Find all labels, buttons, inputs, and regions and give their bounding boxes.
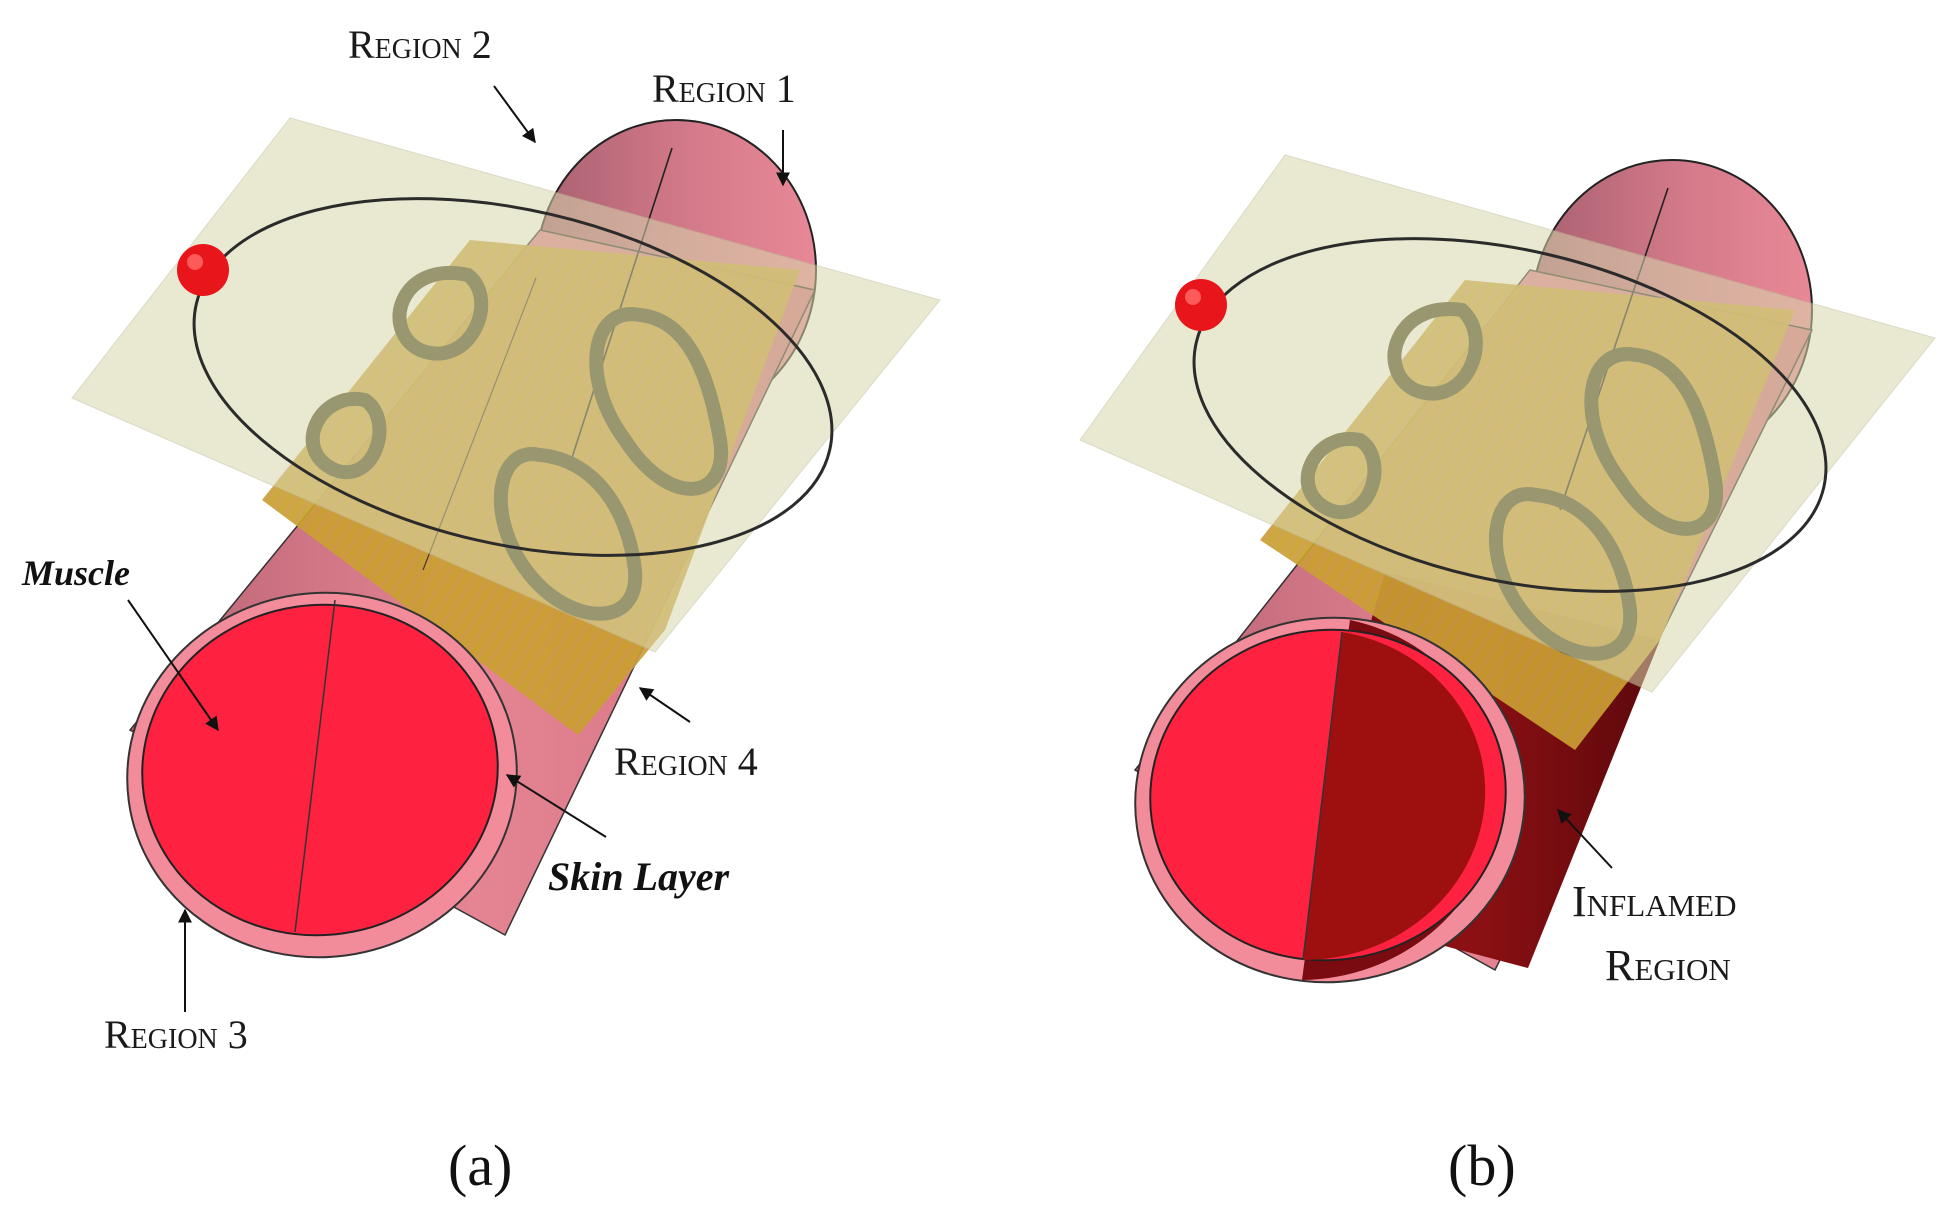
label-region-3: Region 3	[104, 1012, 248, 1057]
source-dot-highlight-b	[1185, 289, 1201, 305]
caption-b: (b)	[1448, 1133, 1516, 1198]
antenna-orbit-b	[1192, 237, 1828, 593]
antenna-orbit	[192, 197, 834, 557]
source-dot-highlight	[187, 254, 203, 270]
label-inflamed-line2: Region	[1605, 941, 1731, 990]
label-region-2: Region 2	[348, 22, 492, 67]
label-skin-layer: Skin Layer	[548, 854, 730, 899]
arrow-region-2	[493, 85, 536, 144]
arrow-skin-layer	[505, 774, 607, 838]
muscle-face	[141, 603, 499, 937]
source-dot	[177, 244, 229, 296]
label-inflamed-line1: Inflamed	[1572, 877, 1737, 926]
source-dot-b	[1175, 279, 1227, 331]
arrow-muscle	[127, 599, 219, 732]
panel-a: Region 2 Region 1 Muscle Region 4 Skin L…	[21, 22, 941, 1198]
caption-a: (a)	[448, 1133, 512, 1198]
muscle-divider	[294, 599, 336, 933]
ground-plane	[71, 117, 941, 653]
label-region-1: Region 1	[652, 66, 796, 111]
inflamed-muscle-face	[1303, 632, 1486, 961]
arrow-inflamed	[1557, 808, 1613, 869]
arrow-region-4	[638, 687, 691, 723]
ground-plane-b	[1079, 154, 1936, 693]
panel-b: Inflamed Region (b)	[1079, 154, 1936, 1198]
label-muscle: Muscle	[21, 553, 130, 593]
label-region-4: Region 4	[614, 739, 758, 784]
muscle-divider-b	[1302, 631, 1343, 961]
